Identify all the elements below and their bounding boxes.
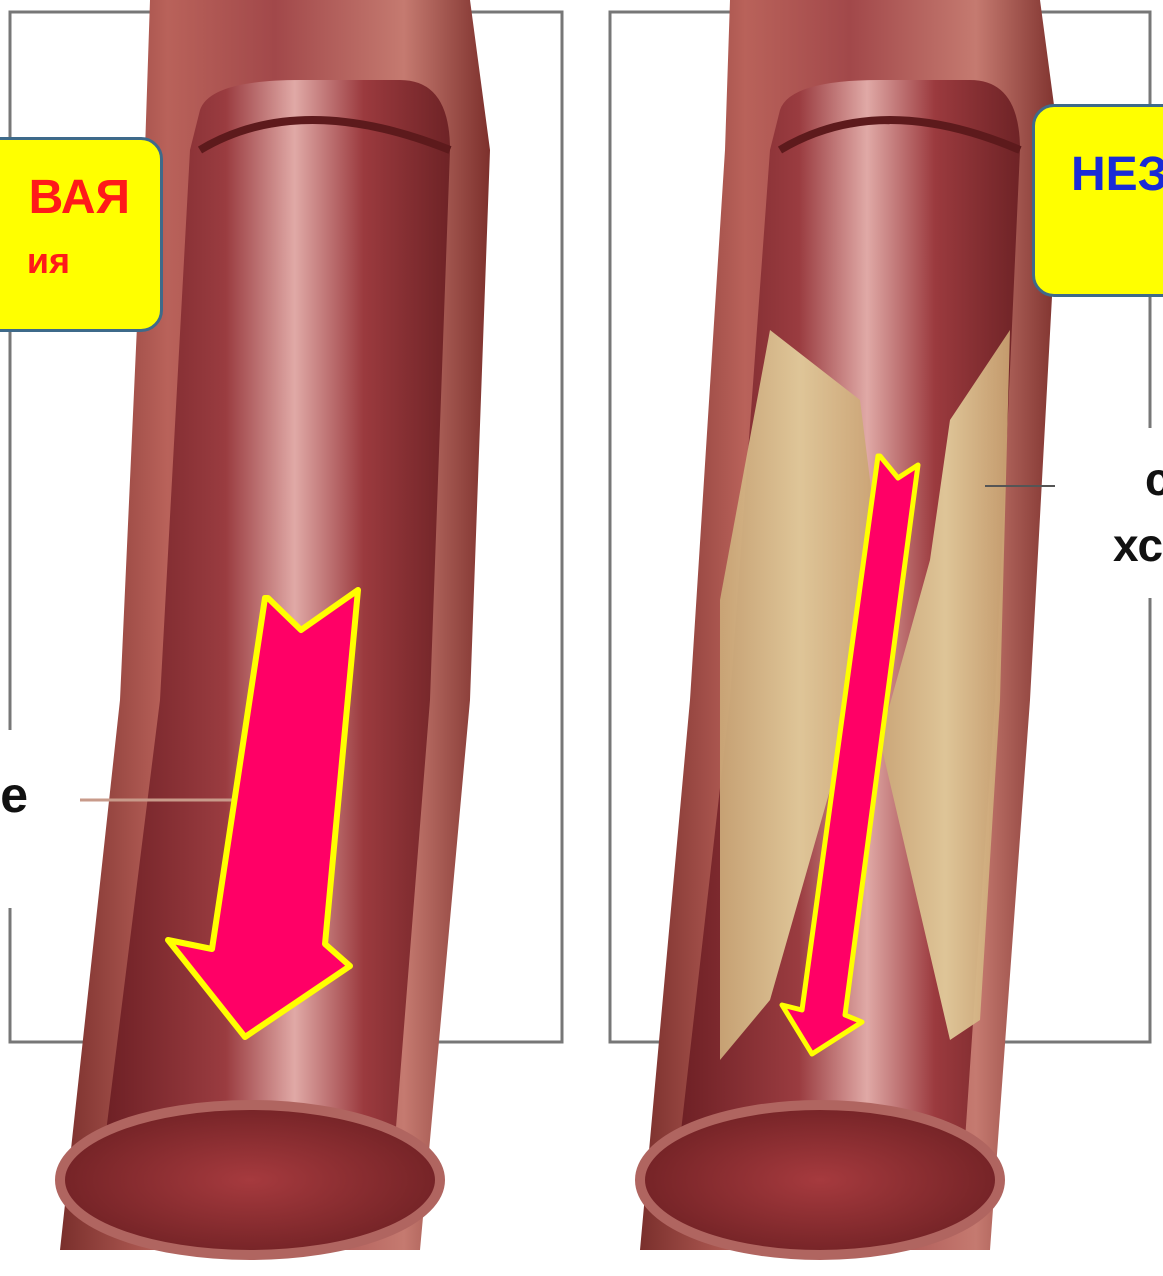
healthy-artery-label: ВАЯ ия [0, 137, 163, 332]
plaque-callout-line-2: хс [1113, 518, 1163, 572]
plaque-callout: с хс [1055, 428, 1163, 598]
healthy-wall-callout-text: е [0, 766, 28, 824]
narrowed-artery-label: НЕЗ [1032, 104, 1163, 297]
plaque-callout-line-1: с [1145, 452, 1163, 506]
healthy-label-line-2: ия [27, 240, 70, 282]
healthy-label-line-1: ВАЯ [29, 170, 130, 225]
narrowed-label-line-1: НЕЗ [1071, 147, 1163, 202]
healthy-wall-callout: е [0, 730, 68, 908]
